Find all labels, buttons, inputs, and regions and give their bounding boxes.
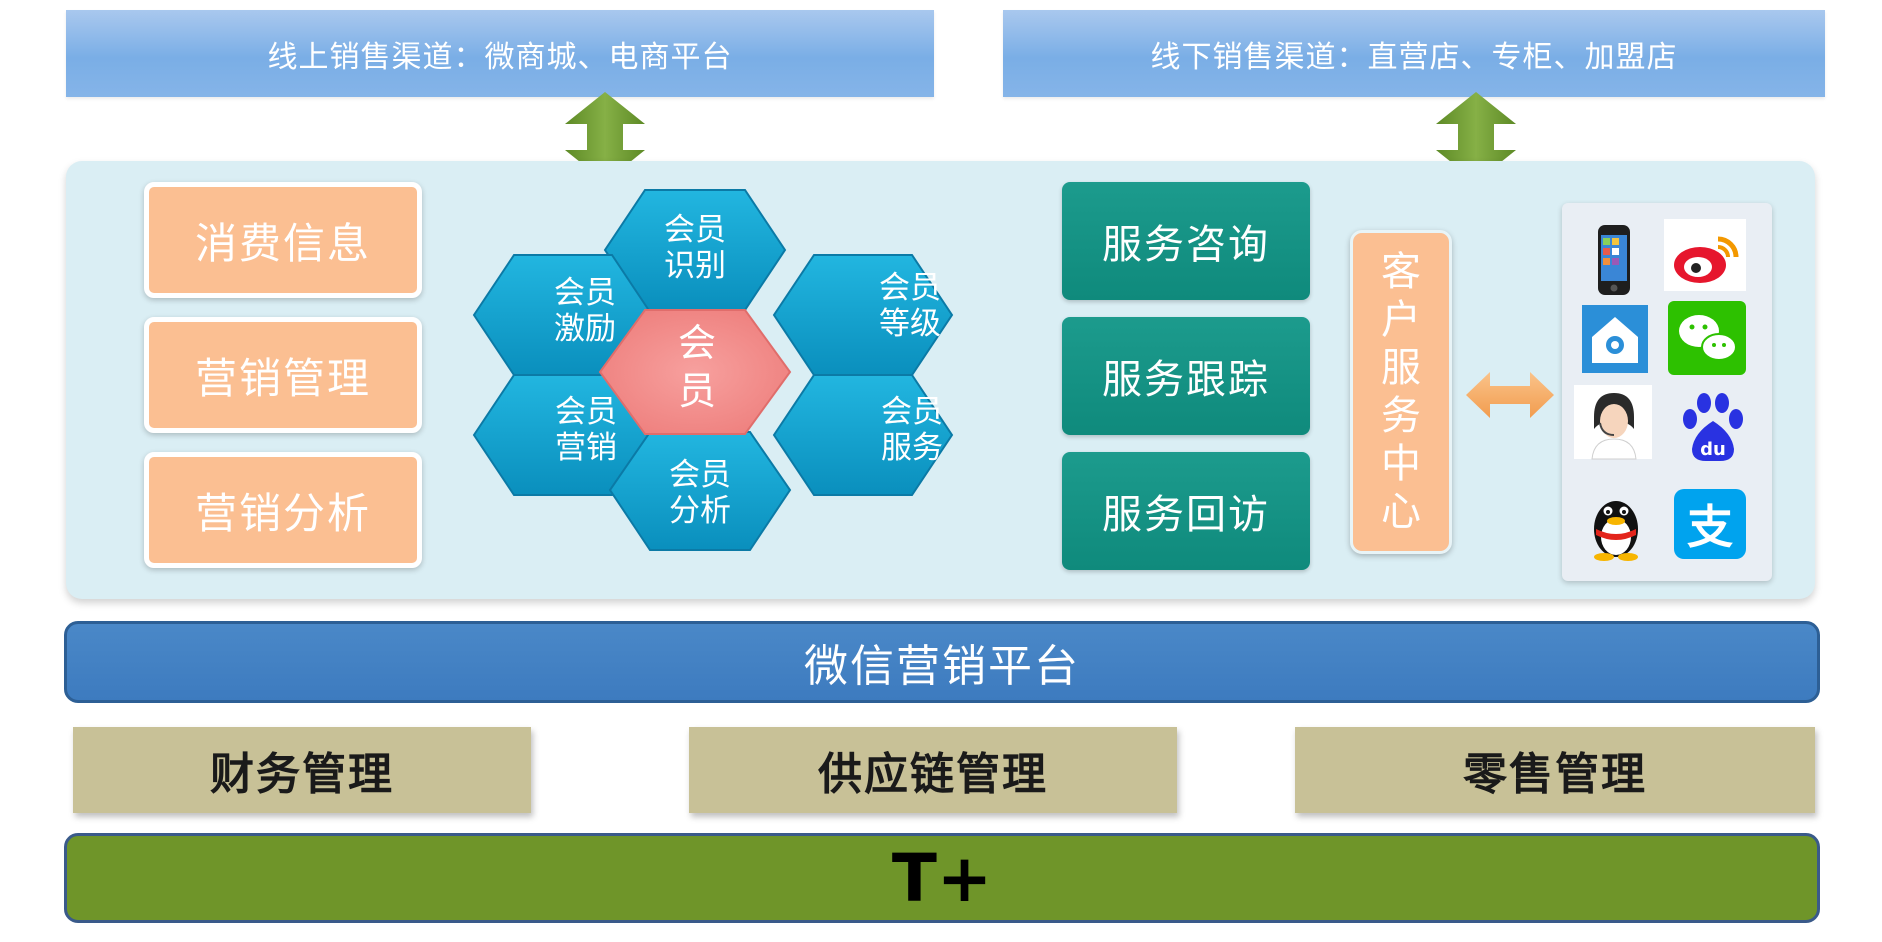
alipay-icon: 支 xyxy=(1674,489,1746,559)
double-arrow-horizontal-icon xyxy=(1466,372,1554,418)
member-hexagon-cluster: 会员 识别 会员 激励 会员 等级 会员 营销 会员 服务 会员 分析 会 员 xyxy=(472,189,954,551)
marketing-analysis-label: 营销分析 xyxy=(194,488,371,538)
customer-service-center: 客 户 服 务 中 心 xyxy=(1350,230,1452,554)
qq-icon xyxy=(1594,501,1638,561)
marketing-analysis-box: 营销分析 xyxy=(144,452,422,568)
alipay-text: 支 xyxy=(1687,500,1733,554)
consumption-info-box: 消费信息 xyxy=(144,182,422,298)
service-revisit-label: 服务回访 xyxy=(1102,492,1270,538)
service-tracking-box: 服务跟踪 xyxy=(1062,317,1310,435)
platform-label: 微信营销平台 xyxy=(804,641,1080,692)
hex-level-line2: 等级 xyxy=(879,306,941,342)
hex-incentive-line2: 激励 xyxy=(554,311,616,347)
tplus-base-bar: T+ xyxy=(64,833,1820,923)
hex-member-analysis xyxy=(608,431,792,551)
house-icon xyxy=(1582,305,1648,373)
csc-char: 客 xyxy=(1381,249,1421,295)
social-icons-panel: du 支 xyxy=(1562,203,1772,581)
tplus-label: T+ xyxy=(891,839,993,917)
phone-icon xyxy=(1598,225,1630,295)
finance-management-label: 财务管理 xyxy=(210,749,394,800)
weibo-icon xyxy=(1664,219,1746,291)
hex-identify-line1: 会员 xyxy=(664,212,726,248)
hex-level-line1: 会员 xyxy=(879,270,941,306)
hex-incentive-line1: 会员 xyxy=(554,275,616,311)
service-tracking-label: 服务跟踪 xyxy=(1102,357,1270,403)
hex-center-line2: 员 xyxy=(678,369,716,413)
wechat-icon xyxy=(1668,301,1746,375)
baidu-icon: du xyxy=(1683,393,1743,461)
hex-service-line2: 服务 xyxy=(881,430,943,466)
hex-member-service xyxy=(772,374,954,496)
csc-char: 心 xyxy=(1381,489,1421,535)
csc-char: 户 xyxy=(1381,297,1421,343)
retail-management-box: 零售管理 xyxy=(1295,727,1815,813)
double-arrow-vertical-icon xyxy=(1436,92,1516,182)
online-channel-banner: 线上销售渠道：微商城、电商平台 xyxy=(66,10,934,97)
hex-center-line1: 会 xyxy=(678,321,716,365)
offline-channel-banner: 线下销售渠道：直营店、专柜、加盟店 xyxy=(1003,10,1825,97)
hex-marketing-line1: 会员 xyxy=(555,394,617,430)
service-consult-label: 服务咨询 xyxy=(1102,222,1270,268)
hex-service-line1: 会员 xyxy=(881,394,943,430)
csc-char: 服 xyxy=(1381,345,1421,391)
consumption-info-label: 消费信息 xyxy=(194,218,371,268)
marketing-management-label: 营销管理 xyxy=(194,353,371,403)
hex-identify-line2: 识别 xyxy=(664,248,726,284)
finance-management-box: 财务管理 xyxy=(73,727,531,813)
csc-char: 务 xyxy=(1381,393,1421,439)
service-consult-box: 服务咨询 xyxy=(1062,182,1310,300)
hex-marketing-line2: 营销 xyxy=(555,430,617,466)
supply-chain-management-box: 供应链管理 xyxy=(689,727,1177,813)
online-channel-label: 线上销售渠道：微商城、电商平台 xyxy=(267,39,733,75)
agent-icon xyxy=(1574,385,1652,460)
baidu-text: du xyxy=(1700,439,1726,460)
double-arrow-vertical-icon xyxy=(565,92,645,182)
csc-char: 中 xyxy=(1381,441,1421,487)
hex-analysis-line1: 会员 xyxy=(669,457,731,493)
supply-chain-management-label: 供应链管理 xyxy=(818,749,1048,800)
retail-management-label: 零售管理 xyxy=(1463,749,1647,800)
wechat-marketing-platform-bar: 微信营销平台 xyxy=(64,621,1820,703)
offline-channel-label: 线下销售渠道：直营店、专柜、加盟店 xyxy=(1150,39,1678,75)
marketing-management-box: 营销管理 xyxy=(144,317,422,433)
hex-analysis-line2: 分析 xyxy=(669,493,731,529)
service-revisit-box: 服务回访 xyxy=(1062,452,1310,570)
hex-member-center xyxy=(598,309,792,435)
